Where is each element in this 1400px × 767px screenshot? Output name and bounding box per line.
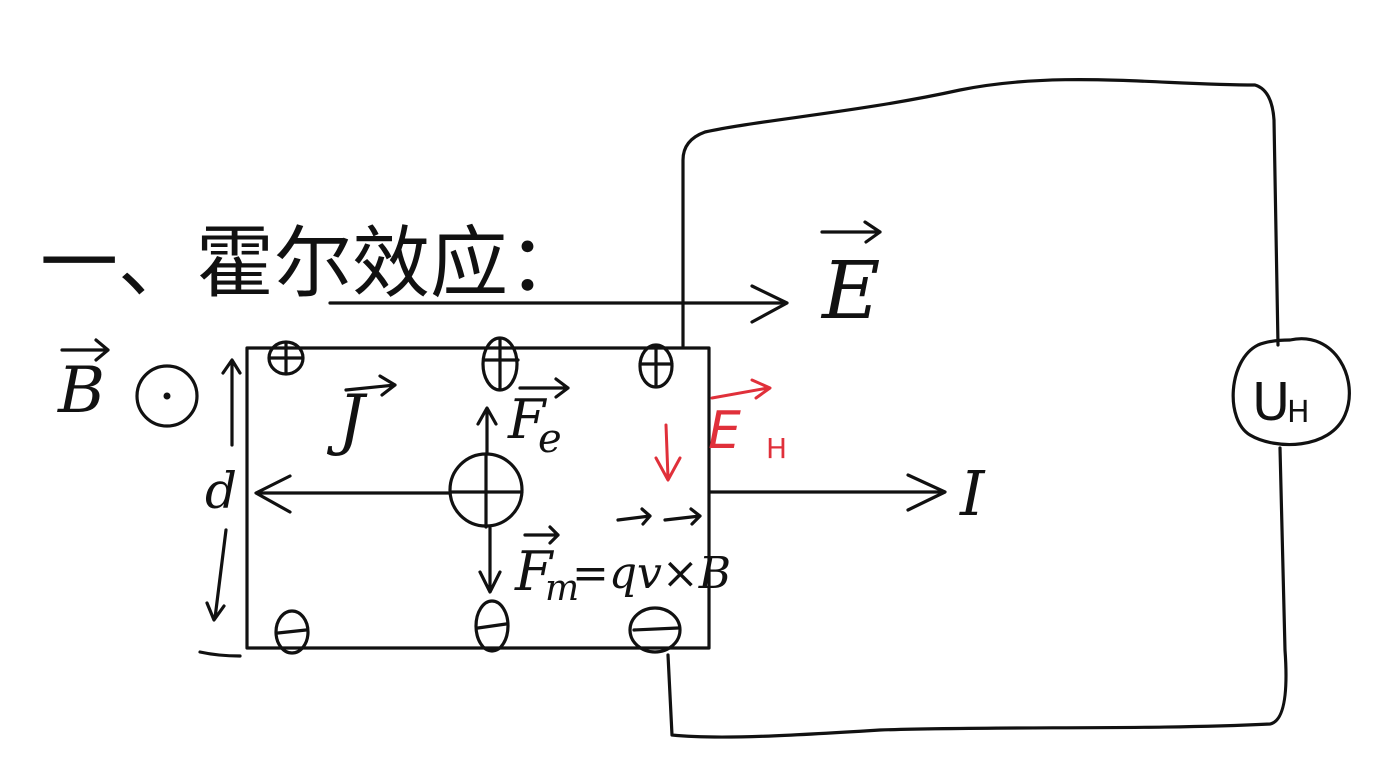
conductor-slab	[245, 346, 711, 650]
velocity-arrow	[254, 474, 452, 514]
positive-charge-icon	[638, 343, 674, 389]
current-arrow	[708, 473, 947, 512]
magnetic-field-label: B	[57, 338, 110, 428]
voltmeter: U H	[1231, 337, 1351, 447]
magnetic-force-arrow	[478, 526, 502, 594]
electric-force-label: F e	[507, 377, 570, 462]
svg-text:d: d	[205, 462, 237, 520]
svg-text:H: H	[766, 432, 787, 465]
svg-text:U: U	[1252, 373, 1290, 433]
positive-charge-icon	[481, 336, 520, 392]
positive-charge-icon	[267, 340, 305, 376]
thickness-marker: d	[198, 358, 242, 658]
svg-text:F: F	[514, 540, 555, 603]
svg-text:E: E	[708, 401, 741, 461]
top-charges	[267, 336, 674, 392]
negative-charge-icon	[274, 609, 310, 655]
svg-text:J: J	[326, 381, 368, 458]
circuit-wire	[666, 78, 1288, 739]
svg-text:B: B	[57, 354, 105, 428]
bottom-charges	[274, 599, 682, 655]
svg-text:m: m	[545, 568, 579, 609]
hall-field-arrow	[654, 423, 682, 482]
svg-text:H: H	[1287, 395, 1310, 430]
current-density-label: J	[326, 374, 397, 458]
svg-text:=qv×B: =qv×B	[572, 548, 731, 599]
moving-positive-charge-icon	[448, 452, 524, 529]
svg-text:e: e	[538, 416, 562, 462]
negative-charge-icon	[628, 606, 682, 654]
electric-field-arrow	[328, 284, 789, 324]
negative-charge-icon	[474, 599, 510, 653]
hall-field-label: E H	[708, 378, 787, 465]
electric-field-label: E	[820, 220, 882, 337]
svg-text:F: F	[507, 388, 548, 451]
magnetic-force-label: F m =qv×B	[514, 507, 731, 609]
current-label: I	[959, 457, 986, 530]
title-text: 一、霍尔效应：	[40, 219, 586, 309]
svg-text:E: E	[820, 244, 880, 337]
out-of-page-icon	[135, 364, 199, 428]
electric-force-arrow	[476, 406, 498, 455]
